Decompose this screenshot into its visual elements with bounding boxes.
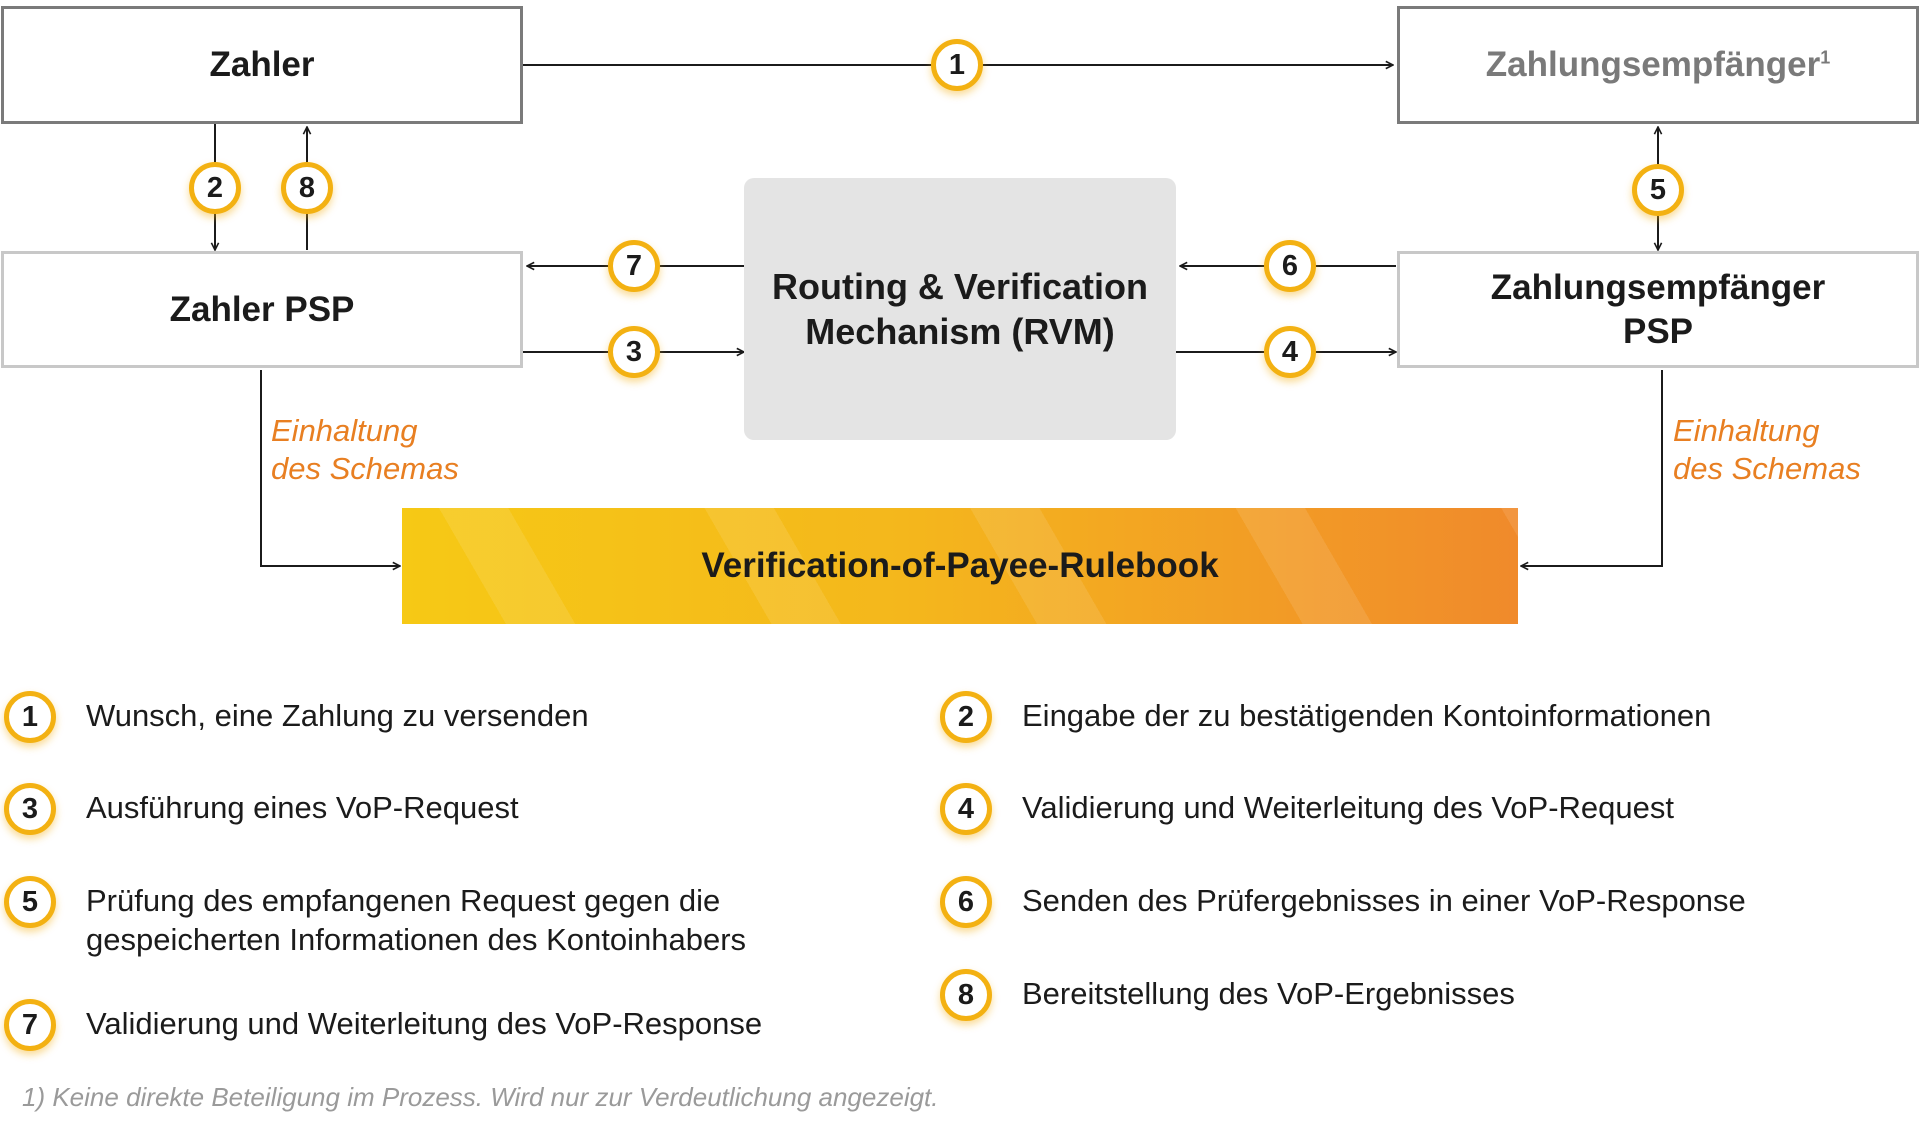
legend-text-7: Validierung und Weiterleitung des VoP-Re…: [86, 1006, 763, 1041]
schema-note-right-line1: Einhaltung: [1673, 413, 1820, 448]
legend-item-2: 2 Eingabe der zu bestätigenden Kontoinfo…: [940, 691, 1711, 743]
step-badge-6: 6: [1264, 240, 1316, 292]
vop-flow-diagram: Zahler Zahlungsempfänger1 Zahler PSP Zah…: [1, 6, 1919, 624]
footnote-marker: 1: [1820, 47, 1831, 68]
legend-badge-1: 1: [4, 691, 56, 743]
legend-badge-6: 6: [940, 876, 992, 928]
step-badge-1: 1: [931, 39, 983, 91]
legend-text-3: Ausführung eines VoP-Request: [86, 790, 519, 825]
step-badge-5: 5: [1632, 164, 1684, 216]
payee-psp-label-line2: PSP: [1622, 311, 1694, 351]
payer-psp-box: Zahler PSP: [1, 251, 523, 368]
payee-psp-label-line1: Zahlungsempfänger: [1490, 267, 1826, 307]
payee-label-text: Zahlungsempfänger: [1485, 45, 1821, 85]
legend-item-8: 8 Bereitstellung des VoP-Ergebnisses: [940, 969, 1515, 1021]
payee-label: Zahlungsempfänger1: [1486, 43, 1831, 87]
schema-note-left-line2: des Schemas: [271, 451, 459, 486]
payer-box: Zahler: [1, 6, 523, 124]
rvm-label-line1: Routing & Verification: [771, 266, 1148, 307]
legend-item-4: 4 Validierung und Weiterleitung des VoP-…: [940, 783, 1674, 835]
legend-text-6: Senden des Prüfergebnisses in einer VoP-…: [1022, 883, 1746, 918]
payer-psp-label: Zahler PSP: [169, 289, 355, 329]
legend-item-5: 5 Prüfung des empfangenen Request gegen …: [4, 876, 746, 959]
arrow-schema-left: [260, 370, 400, 566]
legend-item-1: 1 Wunsch, eine Zahlung zu versenden: [4, 691, 589, 743]
rvm-box: Routing & Verification Mechanism (RVM): [744, 178, 1176, 440]
legend-text-2: Eingabe der zu bestätigenden Kontoinform…: [1022, 698, 1712, 733]
legend-text-8: Bereitstellung des VoP-Ergebnisses: [1022, 976, 1515, 1011]
step-badge-8: 8: [281, 162, 333, 214]
step-badge-4: 4: [1264, 326, 1316, 378]
rulebook-label: Verification-of-Payee-Rulebook: [701, 546, 1219, 586]
legend-item-7: 7 Validierung und Weiterleitung des VoP-…: [4, 999, 762, 1051]
schema-note-left-line1: Einhaltung: [271, 413, 418, 448]
step-badge-7: 7: [608, 240, 660, 292]
legend-text-1: Wunsch, eine Zahlung zu versenden: [86, 698, 589, 733]
legend-badge-3: 3: [4, 783, 56, 835]
schema-note-right: Einhaltung des Schemas: [1673, 412, 1861, 488]
legend-badge-5: 5: [4, 876, 56, 928]
legend-badge-8: 8: [940, 969, 992, 1021]
payer-label: Zahler: [209, 45, 315, 85]
schema-note-left: Einhaltung des Schemas: [271, 412, 459, 488]
arrow-schema-right: [1521, 370, 1663, 566]
legend-badge-2: 2: [940, 691, 992, 743]
payee-box: Zahlungsempfänger1: [1397, 6, 1919, 124]
footnote: 1) Keine direkte Beteiligung im Prozess.…: [22, 1082, 939, 1112]
rvm-label-line2: Mechanism (RVM): [805, 311, 1115, 352]
legend-badge-7: 7: [4, 999, 56, 1051]
step-badge-2: 2: [189, 162, 241, 214]
legend-text-4: Validierung und Weiterleitung des VoP-Re…: [1022, 790, 1674, 825]
rulebook-bar: Verification-of-Payee-Rulebook: [402, 508, 1518, 624]
legend-item-3: 3 Ausführung eines VoP-Request: [4, 783, 519, 835]
schema-note-right-line2: des Schemas: [1673, 451, 1861, 486]
legend-text-5: Prüfung des empfangenen Request gegen di…: [86, 883, 747, 957]
step-badge-3: 3: [608, 326, 660, 378]
payee-psp-box: Zahlungsempfänger PSP: [1397, 251, 1919, 368]
legend-item-6: 6 Senden des Prüfergebnisses in einer Vo…: [940, 876, 1746, 928]
legend-badge-4: 4: [940, 783, 992, 835]
